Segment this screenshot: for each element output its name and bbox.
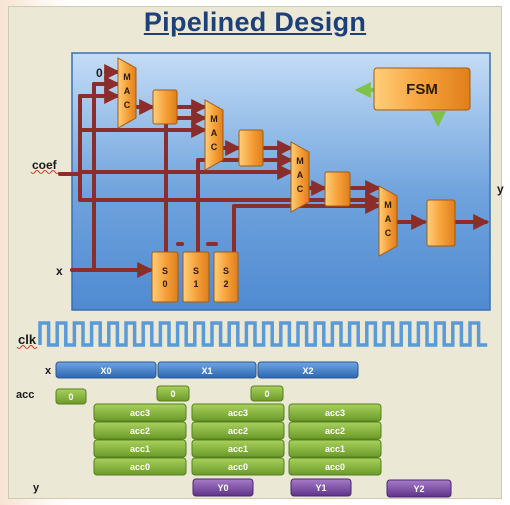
mac-label-m: M <box>210 114 218 124</box>
acc-cell-label: acc2 <box>325 426 345 436</box>
shift-register-0-index: 0 <box>162 279 167 289</box>
acc-cell <box>191 457 285 476</box>
clock-wave-path <box>38 321 488 347</box>
x-cell-0: X0 <box>55 361 157 379</box>
acc-cell-label: acc0 <box>228 462 248 472</box>
x-row-label: x <box>45 365 52 377</box>
mac-label-m: M <box>296 156 304 166</box>
shift-register-1: S 1 <box>182 251 210 303</box>
acc-stack-0: acc3 acc2 acc1 acc0 <box>93 403 187 476</box>
y-cell-2: Y2 <box>386 479 452 498</box>
acc-cell-label: acc1 <box>325 444 345 454</box>
acc-cell-label: acc3 <box>130 408 150 418</box>
y-cell-2-label: Y2 <box>413 484 424 494</box>
acc-zero-2-label: 0 <box>264 389 269 399</box>
mac-unit-3: M A C <box>290 141 310 213</box>
mac-label-a: A <box>124 86 131 96</box>
pipeline-register-3 <box>324 171 351 207</box>
acc-row-label: acc <box>16 389 34 401</box>
shift-register-0-letter: S <box>162 266 168 276</box>
shift-register-0: S 0 <box>151 251 179 303</box>
shift-register-1-letter: S <box>193 266 199 276</box>
shift-register-2: S 2 <box>213 251 239 303</box>
acc-cell <box>93 457 187 476</box>
acc-cell <box>288 457 382 476</box>
shift-register-2-letter: S <box>223 266 229 276</box>
x-input-label: x <box>56 264 63 278</box>
mac-unit-2: M A C <box>204 99 224 171</box>
y-cell-0-label: Y0 <box>217 483 228 493</box>
acc-cell <box>191 439 285 458</box>
clock-waveform <box>38 321 488 347</box>
shift-registers: S 0 S 1 S 2 <box>151 251 239 303</box>
acc-timing-row: 0 0 0 acc3acc2acc1acc0acc3acc2acc1acc0ac… <box>55 385 382 476</box>
mac-label-a: A <box>211 128 218 138</box>
y-cell-0: Y0 <box>192 478 254 497</box>
y-cell-1: Y1 <box>290 478 352 497</box>
mac-units: M A C M A C M A C M A C <box>117 57 398 257</box>
acc-cell-label: acc1 <box>130 444 150 454</box>
acc-cell-label: acc3 <box>228 408 248 418</box>
clk-underline <box>16 345 38 349</box>
zero-label: 0 <box>96 66 103 80</box>
shift-register-1-index: 1 <box>193 279 198 289</box>
fsm-block: FSM <box>373 67 471 111</box>
y-row-label: y <box>33 482 40 494</box>
acc-zero-1-label: 0 <box>170 389 175 399</box>
mac-label-c: C <box>124 100 131 110</box>
coef-underline <box>30 170 60 174</box>
pipeline-registers <box>152 89 456 247</box>
acc-cell <box>288 403 382 422</box>
acc-cell-label: acc0 <box>130 462 150 472</box>
pipeline-register-1 <box>152 89 178 125</box>
x-cell-2-label: X2 <box>302 366 313 376</box>
acc-zero-0: 0 <box>55 388 87 405</box>
shift-register-2-index: 2 <box>223 279 228 289</box>
acc-cell <box>288 421 382 440</box>
acc-stack-1: acc3 acc2 acc1 acc0 <box>191 403 285 476</box>
x-cell-1: X1 <box>157 361 257 379</box>
acc-cell-label: acc3 <box>325 408 345 418</box>
acc-cell <box>288 439 382 458</box>
x-cell-1-label: X1 <box>201 366 212 376</box>
acc-cell <box>93 421 187 440</box>
fsm-arrows <box>354 82 446 128</box>
mac-label-c: C <box>211 142 218 152</box>
mac-label-c: C <box>385 228 392 238</box>
acc-cell-label: acc1 <box>228 444 248 454</box>
x-timing-row: X0 X1 X2 <box>55 361 359 379</box>
y-cell-1-label: Y1 <box>315 483 326 493</box>
acc-stack-2: acc3 acc2 acc1 acc0 <box>288 403 382 476</box>
output-register <box>426 199 456 247</box>
x-cell-2: X2 <box>257 361 359 379</box>
acc-cell-label: acc2 <box>228 426 248 436</box>
acc-cell-label: acc0 <box>325 462 345 472</box>
acc-stacks: acc3 acc2 acc1 acc0 acc3 acc2 acc1 acc0 acc3 acc2… <box>93 403 382 476</box>
y-output-label: y <box>497 182 504 196</box>
mac-unit-1: M A C <box>117 57 137 129</box>
acc-cell <box>93 403 187 422</box>
page-title: Pipelined Design <box>143 7 367 37</box>
mac-label-a: A <box>385 214 392 224</box>
mac-label-m: M <box>123 72 131 82</box>
x-cell-0-label: X0 <box>100 366 111 376</box>
mac-label-a: A <box>297 170 304 180</box>
clk-label: clk <box>18 332 37 347</box>
mac-unit-4: M A C <box>378 185 398 257</box>
acc-zero-0-label: 0 <box>68 392 73 402</box>
coef-label: coef <box>32 158 58 172</box>
fsm-label: FSM <box>406 81 438 98</box>
acc-cell <box>191 403 285 422</box>
acc-cell <box>191 421 285 440</box>
acc-zero-1: 0 <box>156 385 190 402</box>
y-timing-row: Y0 Y1 Y2 <box>192 478 452 498</box>
mac-label-c: C <box>297 184 304 194</box>
mac-label-m: M <box>384 200 392 210</box>
acc-cell <box>93 439 187 458</box>
pipeline-register-2 <box>238 129 264 167</box>
acc-cell-label: acc2 <box>130 426 150 436</box>
acc-zero-2: 0 <box>250 385 284 402</box>
